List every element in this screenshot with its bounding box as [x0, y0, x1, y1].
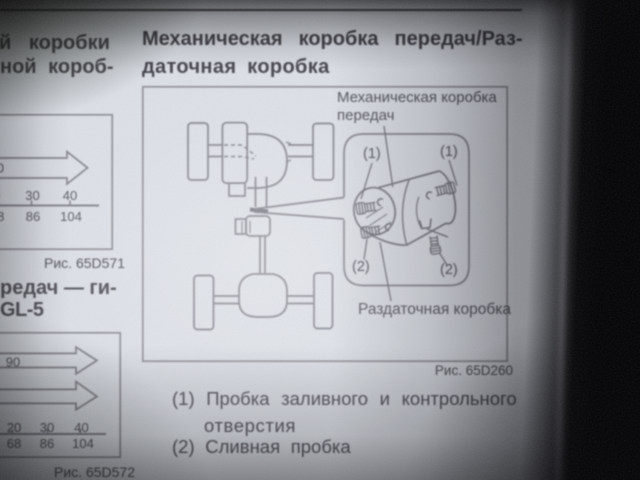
svg-text:68: 68 — [7, 436, 21, 451]
svg-text:0: 0 — [0, 161, 4, 176]
svg-text:8: 8 — [0, 209, 4, 224]
svg-text:90: 90 — [6, 355, 20, 370]
svg-text:30: 30 — [25, 188, 39, 203]
svg-text:86: 86 — [26, 209, 40, 224]
svg-text:104: 104 — [60, 209, 82, 224]
svg-text:40: 40 — [74, 420, 88, 435]
svg-text:86: 86 — [40, 436, 54, 451]
svg-text:104: 104 — [72, 436, 94, 451]
svg-text:20: 20 — [7, 420, 21, 435]
